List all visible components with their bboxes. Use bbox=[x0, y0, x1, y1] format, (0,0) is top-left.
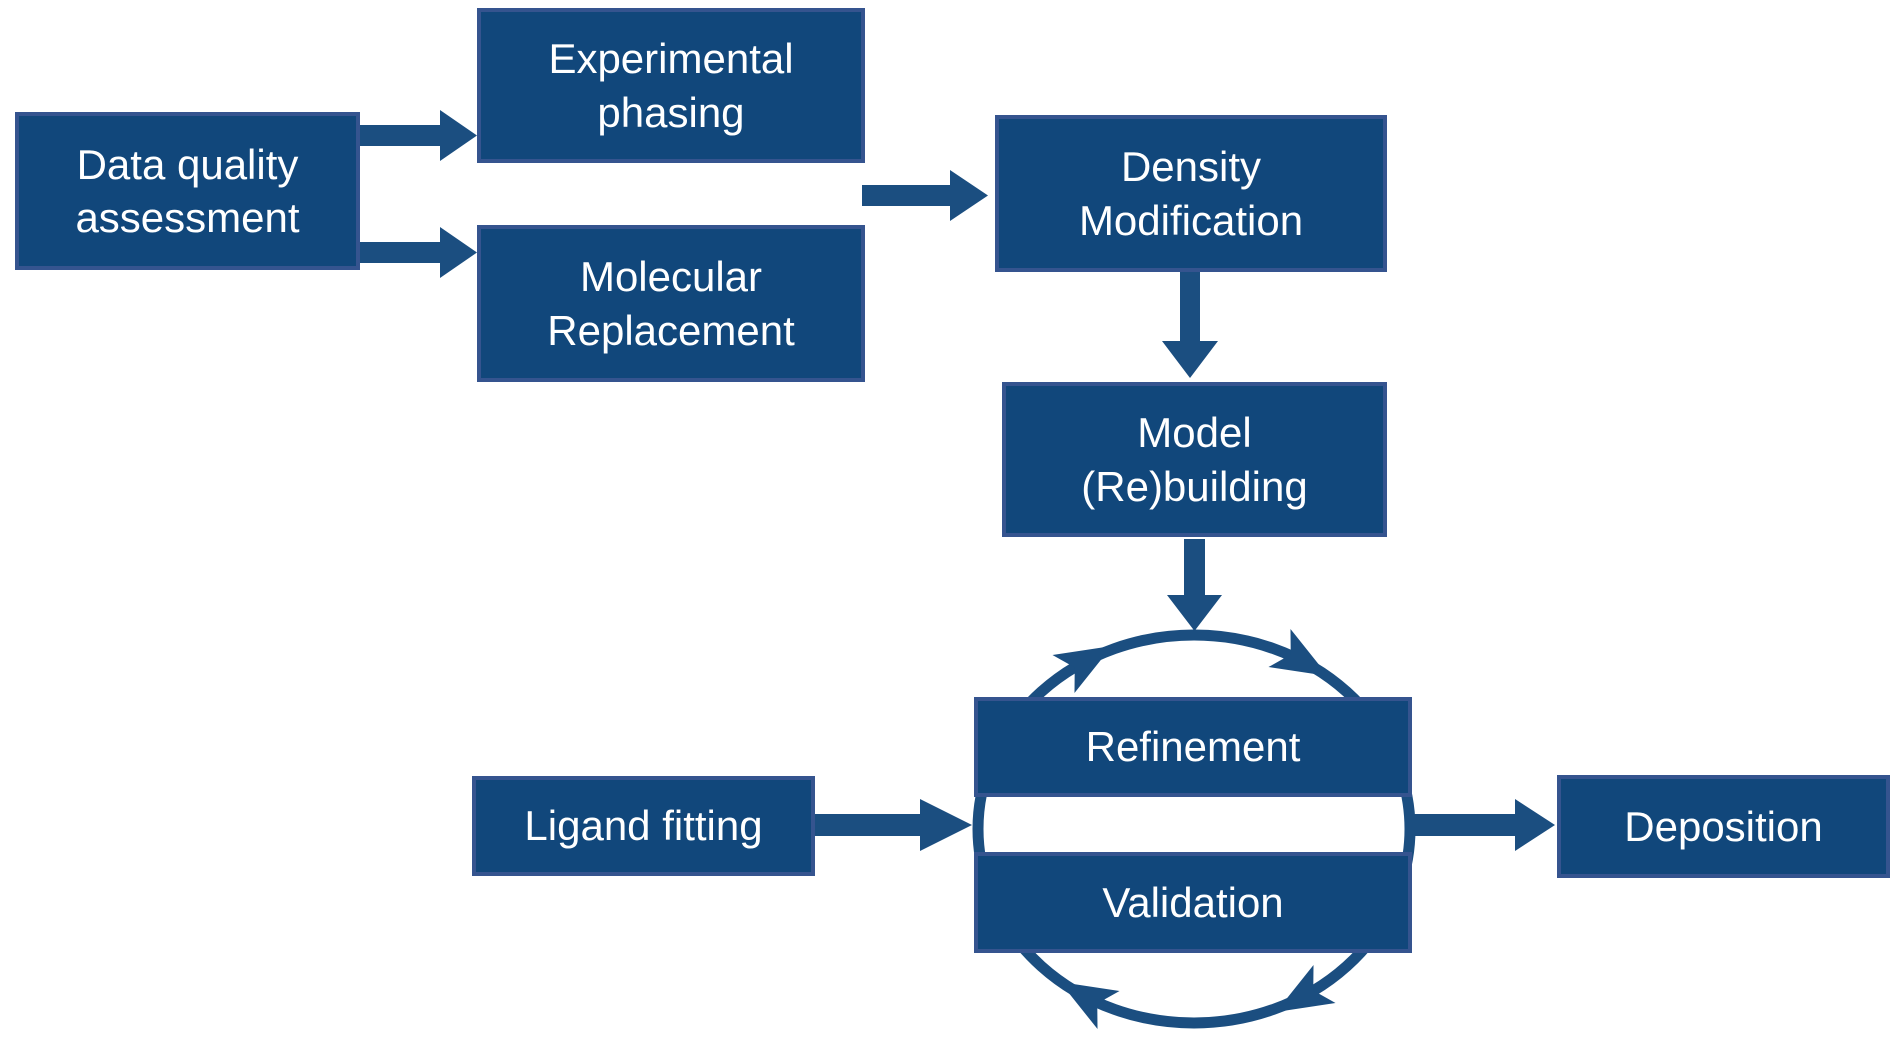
node-refinement: Refinement bbox=[974, 697, 1412, 797]
arrow-dataquality-to-molecular-icon bbox=[360, 227, 477, 278]
node-molecular-replacement: Molecular Replacement bbox=[477, 225, 865, 382]
arrow-model-to-cycle-icon bbox=[1167, 539, 1222, 631]
arrow-dataquality-to-experimental-icon bbox=[360, 110, 477, 161]
cycle-ellipse bbox=[972, 629, 1416, 1029]
arrow-cycle-to-deposition-icon bbox=[1406, 799, 1555, 851]
arrow-phasing-to-density-icon bbox=[862, 170, 988, 221]
node-experimental-phasing: Experimental phasing bbox=[477, 8, 865, 163]
cycle-arrowhead-top-left-icon bbox=[1052, 646, 1112, 694]
arrow-density-to-model-icon bbox=[1162, 272, 1218, 378]
cycle-arrowhead-top-right-icon bbox=[1268, 628, 1328, 676]
node-label: Density Modification bbox=[1078, 143, 1304, 244]
node-ligand-fitting: Ligand fitting bbox=[472, 776, 815, 876]
cycle-arrowhead-bottom-right-icon bbox=[1276, 964, 1336, 1012]
node-density-modification: Density Modification bbox=[995, 115, 1387, 272]
node-label: Experimental phasing bbox=[548, 35, 794, 136]
node-deposition: Deposition bbox=[1557, 775, 1890, 878]
node-label: Molecular Replacement bbox=[547, 253, 795, 354]
node-label: Model (Re)building bbox=[1081, 409, 1308, 510]
node-label: Validation bbox=[1102, 878, 1284, 926]
node-label: Ligand fitting bbox=[524, 802, 763, 850]
node-model-rebuilding: Model (Re)building bbox=[1002, 382, 1387, 537]
node-validation: Validation bbox=[974, 852, 1412, 953]
node-label: Deposition bbox=[1624, 802, 1823, 850]
node-data-quality-assessment: Data quality assessment bbox=[15, 112, 360, 270]
node-label: Data quality assessment bbox=[75, 140, 300, 241]
arrow-ligand-to-cycle-icon bbox=[815, 799, 972, 851]
cycle-arrowhead-bottom-left-icon bbox=[1060, 982, 1120, 1030]
node-label: Refinement bbox=[1085, 723, 1301, 771]
